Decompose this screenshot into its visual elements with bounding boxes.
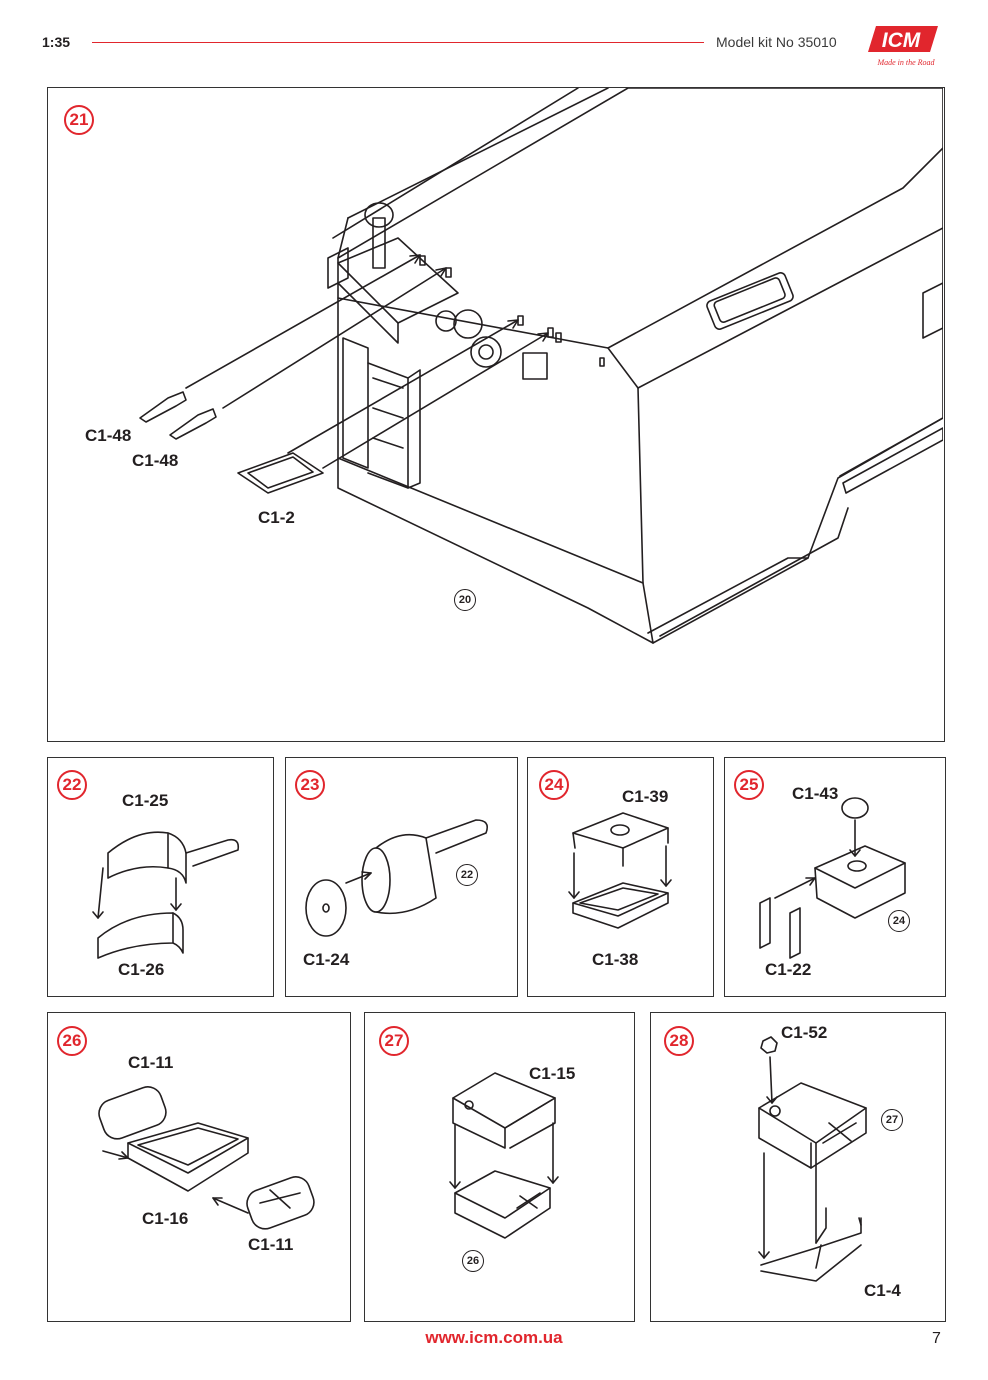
step-26-number: 26 [57, 1026, 87, 1056]
svg-text:ICM: ICM [882, 29, 921, 52]
scale-label: 1:35 [42, 34, 71, 50]
part-label-c1-4: C1-4 [864, 1281, 901, 1300]
step-24-illustration [568, 812, 672, 929]
step-25-panel: 25 C1-43 C1-22 24 [724, 757, 946, 997]
part-label-c1-25: C1-25 [122, 791, 169, 810]
step-25-number: 25 [734, 770, 764, 800]
part-label-c1-24: C1-24 [303, 950, 350, 969]
header-rule [92, 42, 704, 43]
part-label-c1-43: C1-43 [792, 784, 839, 803]
step-26-panel: 26 C1-11 C1-16 C1-11 [47, 1012, 351, 1322]
step-23-illustration [305, 819, 489, 937]
step-22-panel: 22 C1-25 C1-26 [47, 757, 274, 997]
step-28-panel: 28 C1-52 C1-4 27 [650, 1012, 946, 1322]
step-26-illustration [98, 1086, 315, 1230]
step-ref-24: 24 [888, 910, 910, 932]
step-21-number: 21 [64, 105, 94, 135]
part-label-c1-16: C1-16 [142, 1209, 189, 1228]
step-23-number: 23 [295, 770, 325, 800]
step-24-number: 24 [539, 770, 569, 800]
part-label-c1-52: C1-52 [781, 1023, 828, 1042]
step-23-panel: 23 C1-24 22 [285, 757, 518, 997]
step-ref-26: 26 [462, 1250, 484, 1272]
step-24-panel: 24 C1-39 C1-38 [527, 757, 714, 997]
kit-number: Model kit No 35010 [716, 34, 837, 50]
step-27-panel: 27 C1-15 26 [364, 1012, 635, 1322]
part-label-c1-26: C1-26 [118, 960, 165, 979]
step-27-number: 27 [379, 1026, 409, 1056]
part-label-c1-48-b: C1-48 [132, 451, 179, 470]
page-number: 7 [932, 1330, 941, 1347]
step-25-illustration [759, 797, 906, 959]
part-label-c1-11-a: C1-11 [128, 1053, 174, 1072]
step-ref-22: 22 [456, 864, 478, 886]
part-label-c1-39: C1-39 [622, 787, 669, 806]
part-label-c1-22: C1-22 [765, 960, 812, 979]
step-21-illustration [139, 88, 943, 644]
step-28-number: 28 [664, 1026, 694, 1056]
step-21-panel: 21 C1-48 C1-48 C1-2 20 [47, 87, 945, 742]
part-label-c1-11-b: C1-11 [248, 1235, 294, 1254]
part-label-c1-48-a: C1-48 [85, 426, 132, 445]
step-ref-20: 20 [454, 589, 476, 611]
step-ref-27: 27 [881, 1109, 903, 1131]
svg-text:Made in the Road: Made in the Road [876, 58, 935, 67]
step-28-illustration [758, 1036, 867, 1282]
part-label-c1-2: C1-2 [258, 508, 295, 527]
step-27-illustration [449, 1072, 559, 1239]
step-22-number: 22 [57, 770, 87, 800]
step-22-illustration [92, 831, 240, 959]
part-label-c1-38: C1-38 [592, 950, 639, 969]
part-label-c1-15: C1-15 [529, 1064, 576, 1083]
footer-website[interactable]: www.icm.com.ua [425, 1328, 563, 1347]
icm-logo: ICM Made in the Road [868, 26, 938, 67]
